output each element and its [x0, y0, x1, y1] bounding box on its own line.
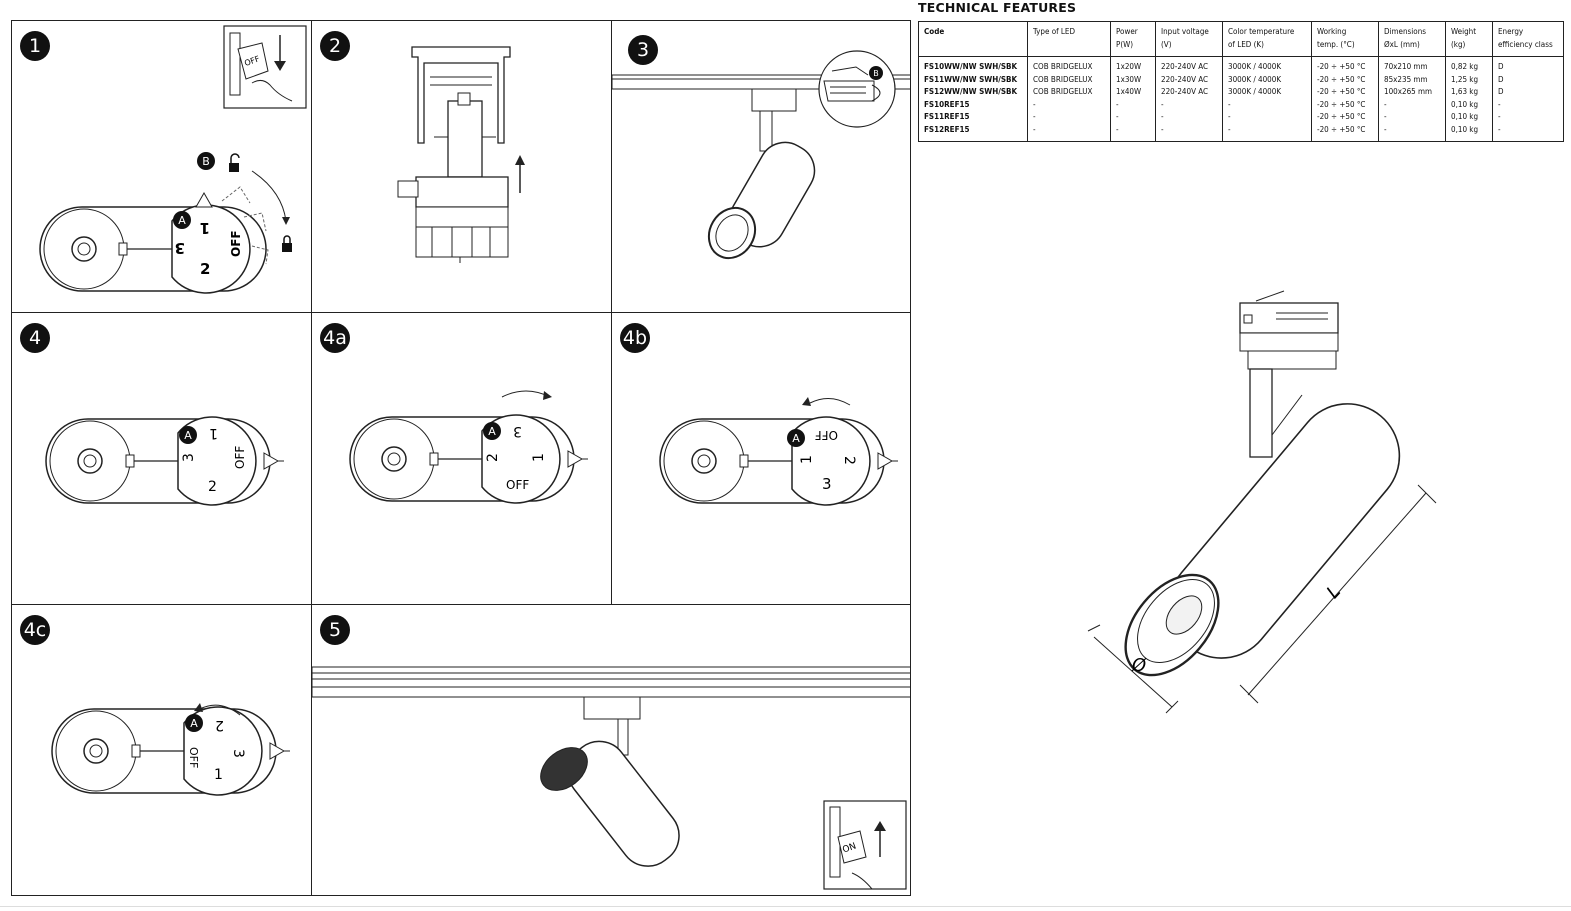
dial-position: 1 — [209, 425, 218, 441]
step-2-panel: 2 — [311, 20, 612, 313]
step-4-panel: 4 A 1 3 2 OFF — [11, 312, 312, 605]
dial-position: 3 — [181, 453, 197, 462]
dial-position: 1 — [214, 767, 223, 783]
dial-position: OFF — [815, 428, 838, 442]
step-4a-panel: 4a A 3 2 1 OFF — [311, 312, 612, 605]
dial-position: OFF — [229, 230, 243, 257]
dial-position: 2 — [215, 717, 224, 733]
dial-position: 3 — [230, 749, 246, 758]
step-5-panel: 5 ON — [311, 604, 911, 896]
step-number: 1 — [20, 31, 50, 61]
step-4c-panel: 4c A 2 OFF 3 1 — [11, 604, 312, 896]
unlocked-padlock-icon — [229, 163, 239, 172]
dial-position: 3 — [513, 423, 522, 439]
step-4b-illustration: A OFF 1 2 3 — [659, 397, 898, 506]
dial-position: OFF — [233, 446, 247, 469]
column-header: Input voltage(V) — [1155, 21, 1223, 57]
step-4b-panel: 4b A OFF 1 2 3 — [611, 312, 911, 605]
step-number: 4 — [20, 323, 50, 353]
switch-label: ON — [841, 842, 857, 856]
step-3-panel: 3 B — [611, 20, 911, 313]
column-header: Weight(kg) — [1445, 21, 1493, 57]
dial-position: 2 — [208, 479, 217, 495]
marker-a: A — [792, 432, 800, 445]
step-2-illustration — [397, 46, 525, 263]
step-4c-illustration: A 2 OFF 3 1 — [51, 703, 290, 796]
marker-a: A — [178, 214, 186, 227]
step-4a-illustration: A 3 2 1 OFF — [349, 390, 588, 504]
dial-position: 2 — [200, 260, 210, 278]
marker-b: B — [873, 69, 879, 78]
dial-position: 1 — [799, 455, 815, 464]
step-1-panel: 1 OFF A 1 3 2 OFF — [11, 20, 312, 313]
marker-a: A — [184, 429, 192, 442]
step-number: 4a — [320, 323, 350, 353]
dimension-diameter-label: Ø — [1131, 655, 1147, 676]
step-number: 3 — [628, 35, 658, 65]
step-number: 2 — [320, 31, 350, 61]
marker-a: A — [190, 717, 198, 730]
dial-position: 3 — [822, 475, 832, 493]
product-dimension-drawing: L Ø — [1087, 290, 1437, 714]
installation-steps: 1 OFF A 1 3 2 OFF — [11, 20, 911, 896]
working-temp-column: -20 ÷ +50 °C-20 ÷ +50 °C-20 ÷ +50 °C-20 … — [1311, 56, 1379, 142]
dial-position: 2 — [841, 456, 857, 465]
step-number: 4b — [620, 323, 650, 353]
dimension-length-label: L — [1323, 581, 1345, 603]
dial-position: 1 — [531, 453, 547, 462]
technical-features-title: TECHNICAL FEATURES — [918, 0, 1077, 15]
column-header: Type of LED — [1027, 21, 1111, 57]
step-number: 4c — [20, 615, 50, 645]
dial-position: OFF — [506, 478, 529, 492]
column-header: Code — [918, 21, 1028, 57]
marker-b: B — [202, 155, 210, 168]
marker-a: A — [488, 425, 496, 438]
step-4-illustration: A 1 3 2 OFF — [45, 416, 284, 506]
locked-padlock-icon — [282, 243, 292, 252]
step-1-illustration: OFF A 1 3 2 OFF B — [39, 25, 307, 294]
dial-position: OFF — [187, 747, 200, 768]
step-3-illustration: B — [612, 50, 910, 260]
page-divider — [0, 906, 1571, 907]
dial-position: 2 — [485, 453, 501, 462]
step-number: 5 — [320, 615, 350, 645]
dial-position: 1 — [200, 219, 210, 237]
dial-position: 3 — [175, 239, 185, 257]
step-5-illustration: ON — [312, 666, 910, 890]
